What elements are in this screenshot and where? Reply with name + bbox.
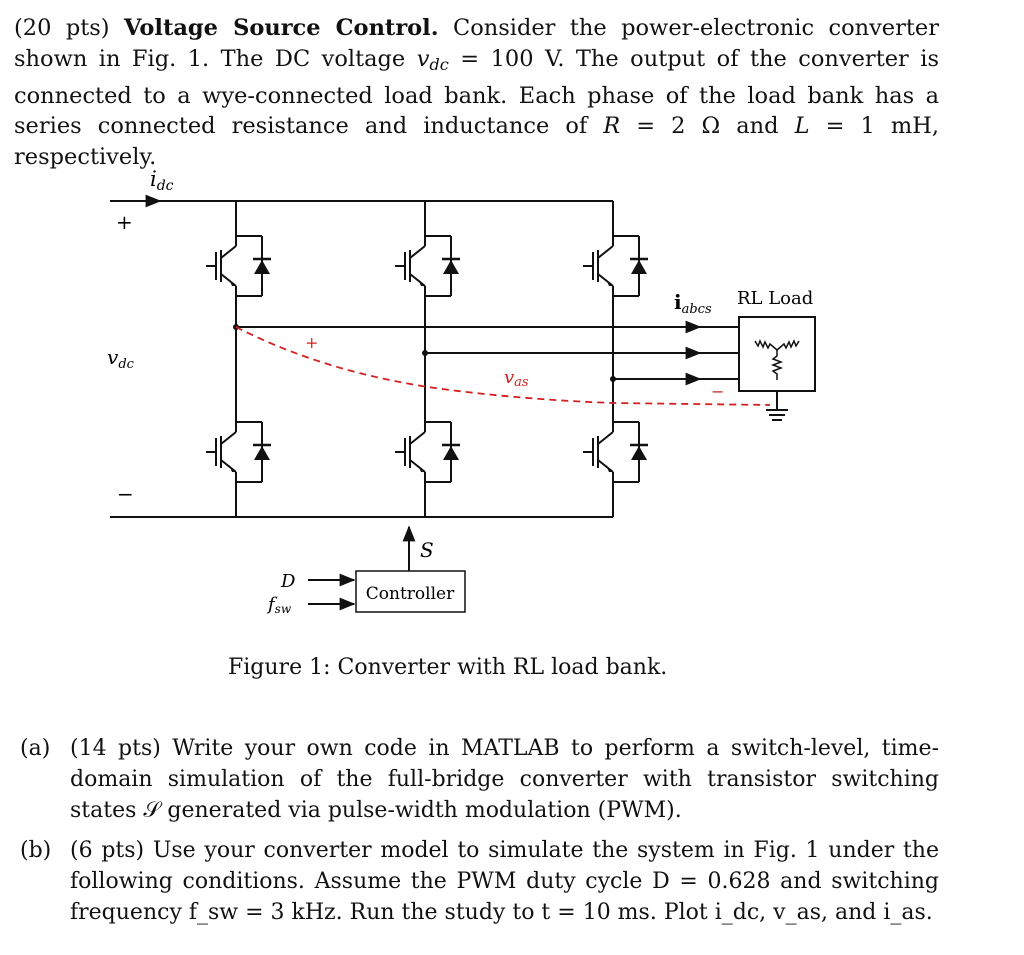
controller-box	[355, 570, 466, 613]
switching-state-label: S	[420, 538, 434, 562]
part-a: (a) (14 pts) Write your own code in MATL…	[20, 733, 939, 826]
figure-caption: Figure 1: Converter with RL load bank.	[228, 655, 668, 680]
problem-text-4: = 1 mH, respectively.	[14, 113, 939, 171]
r-symbol: R	[603, 113, 621, 140]
fsw-label: fsw	[266, 594, 292, 616]
ground-icon	[766, 391, 788, 421]
converter-circuit-diagram: idc + vdc − iabcs RL Load vas + − S D fs…	[107, 167, 816, 616]
vdc-symbol: v	[416, 45, 430, 72]
vas-label: vas	[504, 367, 529, 390]
vas-minus-label: −	[711, 382, 724, 401]
problem-text-3: = 2 Ω and	[620, 113, 795, 140]
problem-text-1: Consider the power-electronic converter …	[14, 15, 939, 72]
vdc-subscript: dc	[429, 54, 449, 74]
vas-plus-label: +	[305, 333, 318, 352]
rl-load-label: RL Load	[737, 288, 813, 309]
part-b-text: (6 pts) Use your converter model to simu…	[70, 838, 939, 925]
rl-load-box	[738, 316, 816, 392]
dc-plus-label: +	[116, 210, 133, 234]
controller-label: Controller	[366, 584, 455, 604]
part-a-label: (a)	[20, 736, 51, 761]
vas-measurement-curve	[235, 326, 771, 406]
problem-text-2: = 100 V. The output of the converter is …	[14, 45, 939, 140]
problem-statement: (20 pts) Voltage Source Control. Conside…	[14, 13, 939, 173]
problem-points: (20 pts)	[14, 15, 110, 41]
vdc-label: vdc	[107, 345, 135, 372]
phase-leg-c	[581, 201, 650, 517]
idc-label: idc	[150, 167, 174, 194]
part-b: (b) (6 pts) Use your converter model to …	[20, 835, 939, 928]
iabcs-label: iabcs	[674, 290, 712, 317]
dc-minus-label: −	[117, 482, 134, 506]
problem-title: Voltage Source Control.	[124, 15, 439, 41]
duty-cycle-label: D	[280, 571, 296, 592]
part-a-text: (14 pts) Write your own code in MATLAB t…	[70, 736, 939, 823]
part-b-label: (b)	[20, 838, 52, 863]
phase-leg-a	[204, 201, 273, 517]
l-symbol: L	[794, 113, 810, 140]
phase-leg-b	[393, 201, 462, 517]
